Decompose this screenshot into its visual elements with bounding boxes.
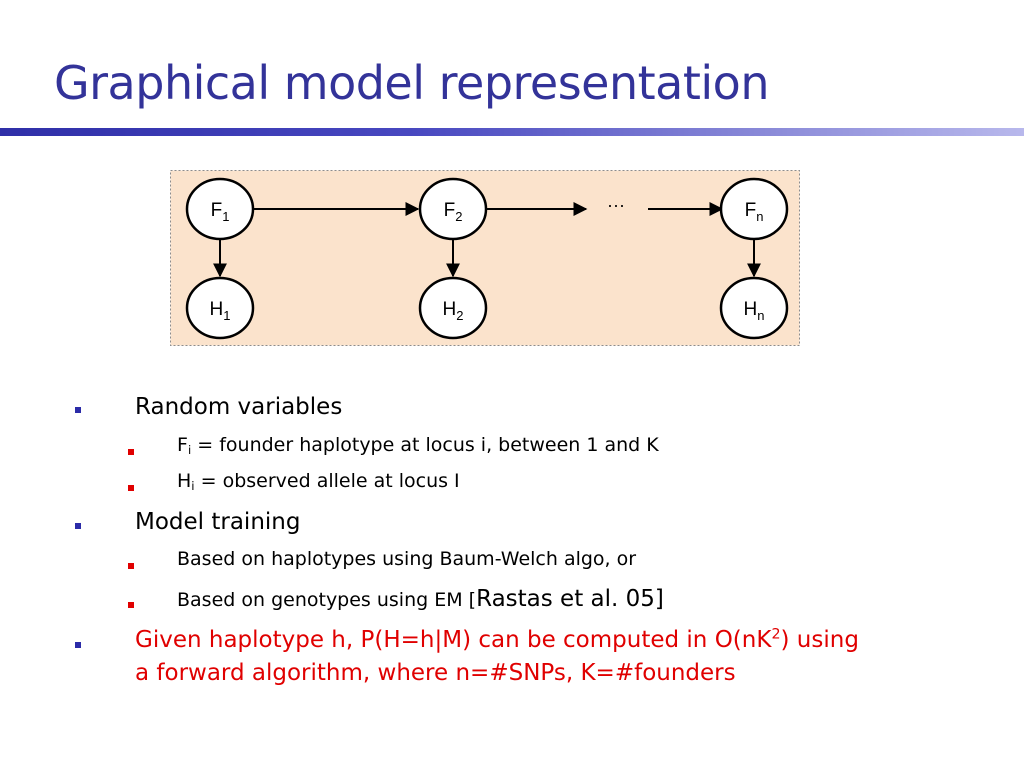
- svg-text:H1: H1: [210, 299, 231, 323]
- bullet-marker: [75, 523, 81, 529]
- bullet-marker: [75, 642, 81, 648]
- svg-text:Fn: Fn: [745, 200, 764, 224]
- svg-text:Hn: Hn: [744, 299, 765, 323]
- slide-title: Graphical model representation: [54, 56, 769, 110]
- svg-text:F1: F1: [211, 200, 230, 224]
- sub-bullet-haplotypes: Based on haplotypes using Baum-Welch alg…: [177, 548, 637, 570]
- sub-bullet-genotypes: Based on genotypes using EM [Rastas et a…: [177, 586, 664, 612]
- node-f2: F2: [418, 177, 488, 241]
- node-f1: F1: [185, 177, 255, 241]
- svg-text:F2: F2: [444, 200, 463, 224]
- diagram-svg: ··· F1 F2 Fn H1 H2 Hn: [170, 170, 800, 346]
- node-h1: H1: [185, 276, 255, 340]
- title-underline-bar: [0, 128, 1024, 136]
- graphical-model-diagram: ··· F1 F2 Fn H1 H2 Hn: [170, 170, 800, 346]
- bullet-marker: [75, 407, 81, 413]
- ellipsis-label: ···: [607, 195, 625, 215]
- node-hn: Hn: [719, 276, 789, 340]
- bullet-forward-algorithm-line2: a forward algorithm, where n=#SNPs, K=#f…: [135, 660, 736, 686]
- bullet-forward-algorithm-line1: Given haplotype h, P(H=h|M) can be compu…: [135, 626, 859, 653]
- sub-bullet-marker: [128, 602, 134, 608]
- node-h2: H2: [418, 276, 488, 340]
- node-fn: Fn: [719, 177, 789, 241]
- sub-bullet-marker: [128, 485, 134, 491]
- sub-bullet-marker: [128, 449, 134, 455]
- bullet-model-training: Model training: [135, 509, 301, 535]
- sub-bullet-observed-allele: Hi = observed allele at locus I: [177, 470, 460, 493]
- svg-text:H2: H2: [443, 299, 464, 323]
- sub-bullet-founder-haplotype: Fi = founder haplotype at locus i, betwe…: [177, 434, 659, 457]
- sub-bullet-marker: [128, 563, 134, 569]
- bullet-random-variables: Random variables: [135, 394, 343, 420]
